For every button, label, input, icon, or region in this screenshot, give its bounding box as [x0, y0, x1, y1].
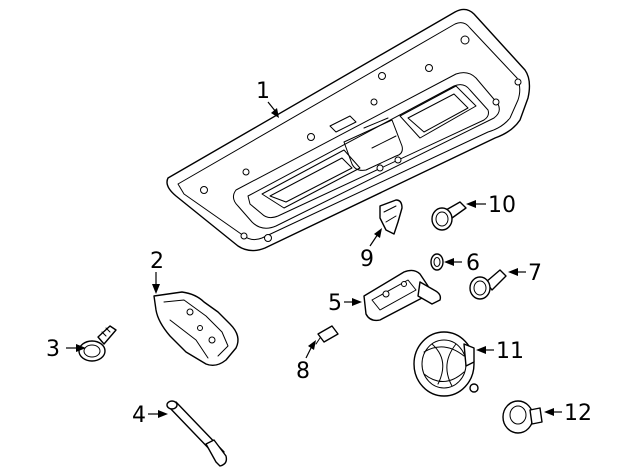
- part-9-bracket-clip: [379, 199, 403, 235]
- arrow-10: [466, 200, 476, 208]
- callout-labels: 1 2 3 4 5 6 7 8 9 10 11 12: [46, 79, 592, 428]
- callout-4: 4: [132, 403, 146, 428]
- callout-8: 8: [296, 359, 310, 384]
- callout-10: 10: [488, 193, 516, 218]
- arrow-1: [271, 108, 279, 118]
- arrow-7: [508, 268, 518, 276]
- arrow-2: [152, 284, 160, 294]
- arrow-11: [476, 346, 486, 354]
- part-6-grommet: [430, 253, 444, 271]
- arrow-3: [76, 344, 86, 352]
- callout-2: 2: [150, 249, 164, 274]
- leader-lines: [66, 101, 562, 418]
- arrow-4: [158, 410, 168, 418]
- callout-12: 12: [564, 401, 592, 426]
- part-10-pushpin: [431, 201, 467, 231]
- callout-7: 7: [528, 261, 542, 286]
- arrow-8: [308, 340, 316, 350]
- part-3-bolt: [78, 325, 117, 362]
- callout-6: 6: [466, 251, 480, 276]
- arrow-5: [352, 298, 362, 306]
- callout-11: 11: [496, 339, 524, 364]
- part-12-grommet: [502, 400, 543, 434]
- arrow-6: [444, 258, 454, 266]
- part-8-connector: [315, 325, 339, 345]
- part-5-latch-actuator: [363, 269, 442, 322]
- callout-5: 5: [328, 291, 342, 316]
- part-1-trunk-lid-panel: [166, 8, 531, 252]
- callout-9: 9: [360, 247, 374, 272]
- arrow-9: [374, 228, 382, 238]
- part-11-speaker: [413, 331, 479, 397]
- part-4-gas-strut: [166, 400, 228, 467]
- callout-1: 1: [256, 79, 270, 104]
- part-2-hinge-bracket: [153, 291, 239, 367]
- part-7-pushpin: [469, 269, 507, 300]
- arrow-12: [544, 408, 554, 416]
- leader-9: [369, 233, 379, 247]
- callout-3: 3: [46, 337, 60, 362]
